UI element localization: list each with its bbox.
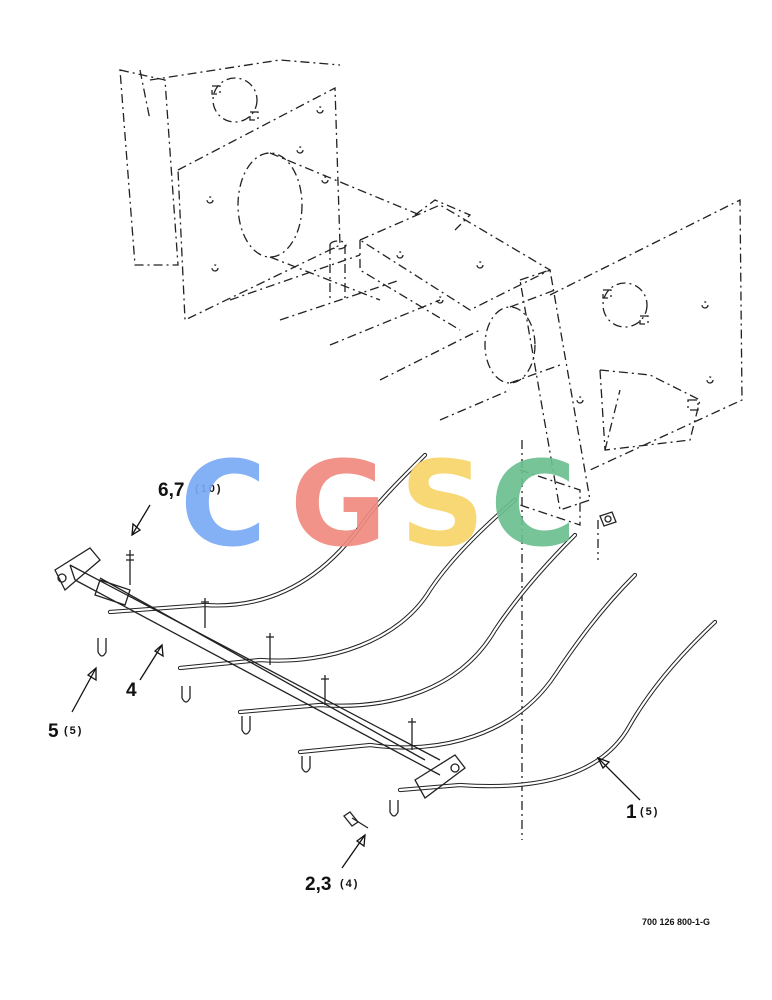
rod-2 [177,497,518,671]
leader-4 [139,643,164,681]
watermark-letter-2: G [290,435,387,573]
watermark-letter-3: S [400,435,485,573]
rod-3 [237,532,578,715]
frame-structure [119,59,743,526]
rod-4 [297,572,638,755]
callout-6-7-number: 6,7 [158,480,184,501]
callout-1-number: 1 [626,802,637,823]
leader-5 [71,666,97,713]
u-bolts [97,638,399,817]
callout-5-qty: (5) [64,725,83,737]
callout-1-qty: (5) [640,806,659,818]
leader-2-3 [341,833,366,869]
leader-1 [596,756,641,801]
stud-hardware [126,550,416,750]
callout-4-number: 4 [126,680,137,701]
leader-6-7 [131,504,151,537]
rod-5 [397,619,718,793]
callout-5-number: 5 [48,721,59,742]
rod-1 [107,452,428,615]
callout-6-7-qty: (10) [195,483,223,495]
bolt-hardware [343,811,369,829]
watermark-logo: C G S C [180,435,577,573]
frame-nut [599,511,617,527]
callout-2-3-number: 2,3 [305,874,331,895]
watermark-letter-1: C [180,435,267,573]
drawing-code: 700 126 800-1-G [642,917,710,927]
support-channel [54,547,466,799]
callout-2-3-qty: (4) [340,878,359,890]
alignment-lines [521,440,599,840]
rod-set [107,452,718,793]
watermark-letter-4: C [490,435,577,573]
